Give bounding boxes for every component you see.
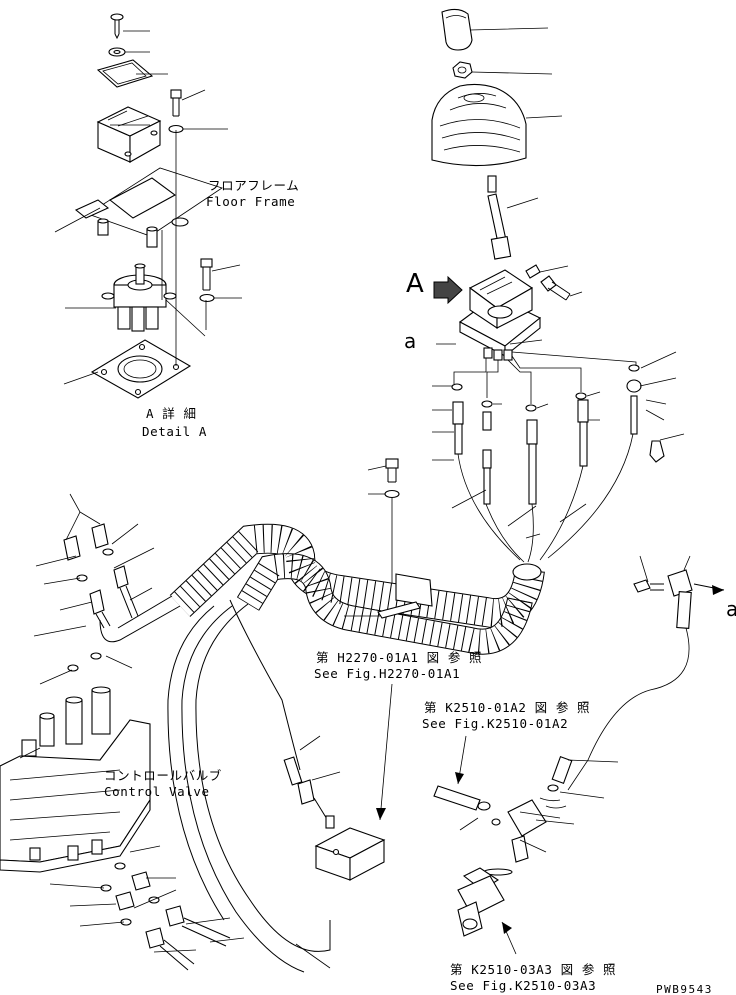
bolt-part xyxy=(200,258,213,291)
detail-a-assembly xyxy=(54,13,242,399)
control-valve-en-label: Control Valve xyxy=(104,784,210,799)
detail-a-en-label: Detail A xyxy=(142,424,208,439)
hose-bundle-part xyxy=(99,523,545,973)
screw-part xyxy=(110,13,124,40)
bolt-part xyxy=(170,89,182,117)
control-valve-jp-label: コントロールバルブ xyxy=(104,768,222,783)
socket-part xyxy=(457,867,505,937)
floor-frame-plate xyxy=(87,167,223,237)
fig-h2270-en-label: See Fig.H2270-01A1 xyxy=(314,666,461,681)
lever-assembly xyxy=(367,8,685,610)
cable-connector-part xyxy=(547,755,573,792)
connector-part xyxy=(633,569,693,629)
hose-fitting-part xyxy=(452,379,665,505)
fitting-part xyxy=(63,523,231,971)
lever-knob-part xyxy=(441,8,473,51)
control-valve-part xyxy=(0,686,151,873)
solenoid-part xyxy=(283,756,331,825)
spacer-part xyxy=(97,218,158,248)
junction-block-part xyxy=(314,815,386,881)
detail-a-jp-label: A 詳 細 xyxy=(146,406,197,421)
lever-boot-part xyxy=(431,83,527,167)
nut-part xyxy=(452,61,473,79)
cover-plate-part xyxy=(96,59,154,88)
drawing-number-label: PWB9543 xyxy=(656,983,713,995)
fig-h2270-jp-label: 第 H2270-01A1 図 参 照 xyxy=(316,650,483,665)
lever-rod-part xyxy=(487,175,512,260)
floor-frame-jp-label: フロアフレーム xyxy=(208,178,300,193)
bolt-part xyxy=(385,458,399,483)
view-a-label: A xyxy=(406,269,424,299)
view-direction-arrow xyxy=(433,275,463,305)
fig-k2510-a2-en-label: See Fig.K2510-01A2 xyxy=(422,716,569,731)
bolt-part xyxy=(540,275,571,301)
ref-a-right-label: a xyxy=(726,597,736,621)
fig-k2510-a3-en-label: See Fig.K2510-03A3 xyxy=(450,978,597,993)
plug-part xyxy=(433,785,547,876)
fig-k2510-a3-jp-label: 第 K2510-03A3 図 参 照 xyxy=(450,962,617,977)
mount-plate-part xyxy=(90,339,192,399)
bracket-part xyxy=(96,106,162,163)
pilot-valve-top-part xyxy=(458,269,542,361)
pilot-valve-part xyxy=(101,263,177,332)
ref-a-top-label: a xyxy=(404,329,417,353)
fig-k2510-a2-jp-label: 第 K2510-01A2 図 参 照 xyxy=(424,700,591,715)
floor-frame-en-label: Floor Frame xyxy=(206,194,296,209)
